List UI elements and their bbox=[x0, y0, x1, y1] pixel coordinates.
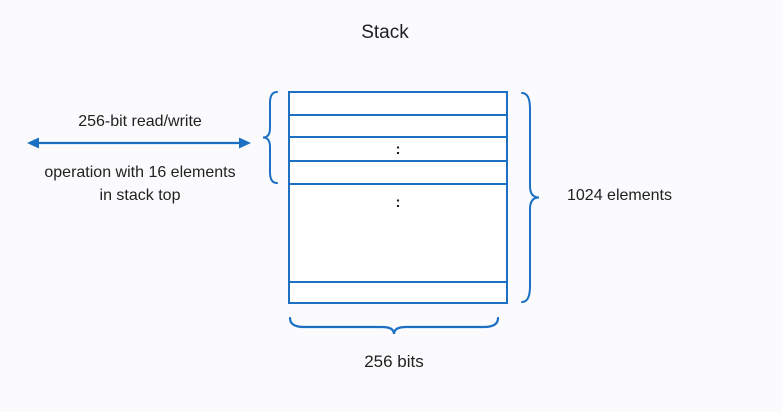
stack-row bbox=[290, 93, 506, 116]
right-annotation: 1024 elements bbox=[567, 187, 672, 204]
bottom-strip bbox=[0, 412, 782, 420]
brace-right-icon bbox=[521, 92, 540, 303]
double-arrow-icon bbox=[27, 137, 251, 149]
brace-bottom-icon bbox=[288, 316, 500, 335]
stack-row bbox=[290, 116, 506, 138]
left-annotation-line1: 256-bit read/write bbox=[78, 113, 202, 130]
brace-left-icon bbox=[262, 91, 278, 184]
stack-row bbox=[290, 283, 506, 302]
stack-row: : bbox=[290, 138, 506, 162]
vertical-ellipsis: : bbox=[395, 194, 401, 211]
left-annotation-line3: in stack top bbox=[99, 187, 181, 204]
bottom-annotation: 256 bits bbox=[364, 352, 424, 371]
stack-row bbox=[290, 162, 506, 185]
stack-box: : : bbox=[288, 91, 508, 304]
diagram-title: Stack bbox=[361, 22, 409, 43]
left-annotation-line2: operation with 16 elements bbox=[44, 164, 236, 181]
vertical-ellipsis: : bbox=[395, 140, 401, 158]
stack-row: : bbox=[290, 185, 506, 283]
